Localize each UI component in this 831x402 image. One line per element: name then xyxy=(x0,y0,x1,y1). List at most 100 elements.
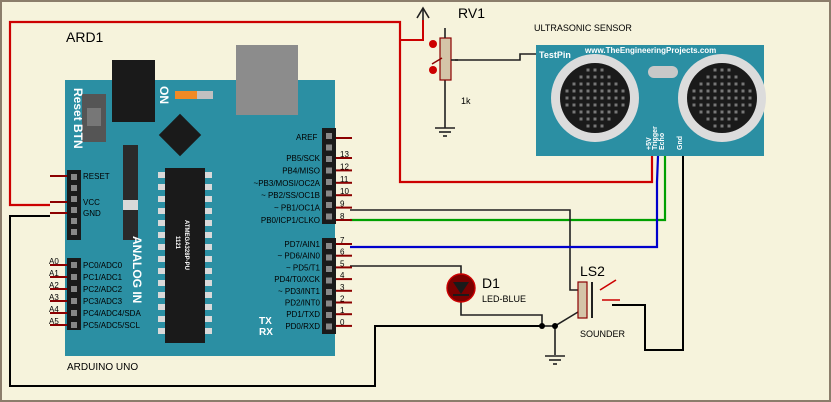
analog-pin-label: PC1/ADC1 xyxy=(83,273,123,282)
arduino-designator: ARD1 xyxy=(66,29,104,45)
analog-pin-number: A1 xyxy=(49,269,59,278)
digital-pin-number: 4 xyxy=(340,271,345,280)
left-header xyxy=(67,170,81,240)
sounder-designator: LS2 xyxy=(580,263,605,279)
sensor-mesh-dots xyxy=(565,68,752,128)
junction-dot xyxy=(539,323,545,329)
crystal-chip xyxy=(158,113,202,157)
left-pin-label: GND xyxy=(83,209,101,218)
digital-pin-label: ~ PB2/SS/OC1B xyxy=(261,191,320,200)
digital-pin-number: 7 xyxy=(340,236,345,245)
atmega-chip xyxy=(165,168,205,343)
on-led xyxy=(175,91,197,99)
wire-echo[interactable] xyxy=(350,155,660,249)
reset-button-cap[interactable] xyxy=(87,108,101,126)
digital-pin-label: PD0/RXD xyxy=(285,322,320,331)
sensor-test-pin: TestPin xyxy=(539,50,571,60)
digital-header-top xyxy=(322,128,336,224)
digital-pin-number: 1 xyxy=(340,306,345,315)
wire-pot-wiper[interactable] xyxy=(455,53,536,61)
sensor-pin-label: Gnd xyxy=(677,136,684,150)
usb-connector xyxy=(112,60,155,122)
digital-pin-number: 10 xyxy=(340,187,349,196)
digital-pin-label: PD1/TXD xyxy=(286,310,320,319)
arduino-board-name: ARDUINO UNO xyxy=(67,362,138,373)
ground-symbol xyxy=(545,355,565,365)
wire-pin5-led[interactable] xyxy=(350,265,462,274)
left-pin-label: RESET xyxy=(83,172,110,181)
digital-pin-number: 13 xyxy=(340,150,349,159)
arduino-uno[interactable]: Reset BTN ON ANALOG IN 1121 ATMEGA328P-P… xyxy=(65,29,336,373)
on-label: ON xyxy=(157,86,171,104)
digital-pin-number: 6 xyxy=(340,248,345,257)
digital-pin-label: PD4/T0/XCK xyxy=(274,275,320,284)
digital-pin-number: 5 xyxy=(340,259,345,268)
digital-pin-label: PD7/AIN1 xyxy=(284,240,320,249)
wire-gnd-arduino[interactable] xyxy=(9,215,542,387)
power-jack xyxy=(236,45,298,115)
regulator-band xyxy=(123,200,138,210)
wire-led-gnd[interactable] xyxy=(460,302,543,326)
analog-pin-label: PC4/ADC4/SDA xyxy=(83,309,141,318)
analog-in-label: ANALOG IN xyxy=(130,236,144,303)
rx-label: RX xyxy=(259,327,273,338)
led-blue[interactable]: D1 LED-BLUE xyxy=(446,273,526,304)
sounder[interactable]: LS2 SOUNDER xyxy=(577,263,626,339)
sounder-body[interactable] xyxy=(577,281,588,319)
reset-label: Reset BTN xyxy=(71,88,85,149)
digital-pin-label: PB5/SCK xyxy=(286,154,320,163)
digital-pin-label: PB0/ICP1/CLKO xyxy=(261,216,320,225)
digital-pin-number: 2 xyxy=(340,295,345,304)
wire-pot-top[interactable] xyxy=(400,20,424,41)
sounder-type: SOUNDER xyxy=(580,329,626,339)
wire-pin9-sounder[interactable] xyxy=(350,209,578,291)
arduino-left-pins: RESET VCC GND xyxy=(50,172,110,218)
led-designator: D1 xyxy=(482,275,500,291)
sensor-pin-label: Trigger xyxy=(652,126,659,150)
digital-pin-number: 8 xyxy=(340,212,345,221)
analog-header xyxy=(67,258,81,330)
digital-pin-label: ~ PD6/AIN0 xyxy=(278,252,321,261)
wires xyxy=(8,20,684,387)
wire-sounder-gnd[interactable] xyxy=(554,311,579,355)
sensor-crystal xyxy=(648,66,678,78)
potentiometer[interactable]: RV1 1k xyxy=(429,5,485,106)
regulator xyxy=(123,145,138,240)
aref-label: AREF xyxy=(296,133,317,142)
chip-label-1: 1121 xyxy=(174,236,180,250)
digital-pin-number: 9 xyxy=(340,200,345,209)
sensor-pin-label: +5V xyxy=(646,137,653,150)
wire-trigger[interactable] xyxy=(350,156,667,222)
analog-pin-label: PC0/ADC0 xyxy=(83,261,123,270)
left-pin-label: VCC xyxy=(83,198,100,207)
analog-pin-label: PC5/ADC5/SCL xyxy=(83,321,140,330)
wire-sensor-gnd[interactable] xyxy=(612,156,684,351)
analog-pin-number: A5 xyxy=(49,317,59,326)
ground-symbol xyxy=(435,127,455,137)
power-arrow-icon xyxy=(416,6,430,20)
chip-label-2: ATMEGA328P-PU xyxy=(183,220,189,270)
led-triangle xyxy=(453,282,469,294)
analog-pin-label: PC2/ADC2 xyxy=(83,285,123,294)
analog-pin-number: A3 xyxy=(49,293,59,302)
analog-pin-number: A4 xyxy=(49,305,59,314)
pot-arrow-up-icon[interactable] xyxy=(429,40,437,48)
digital-pin-label: ~PB3/MOSI/OC2A xyxy=(254,179,321,188)
led-type: LED-BLUE xyxy=(482,294,526,304)
analog-pin-number: A2 xyxy=(49,281,59,290)
digital-pin-number: 11 xyxy=(340,175,349,184)
wire-vcc[interactable] xyxy=(8,20,654,207)
sensor-pin-label: Echo xyxy=(659,133,666,150)
digital-pin-label: PD2/INT0 xyxy=(285,299,321,308)
ultrasonic-sensor[interactable]: ULTRASONIC SENSOR TestPin www.TheEnginee… xyxy=(534,23,766,156)
digital-header-bottom xyxy=(322,238,336,334)
digital-pin-label: ~ PD3/INT1 xyxy=(278,287,321,296)
tx-label: TX xyxy=(259,316,272,327)
pot-arrow-down-icon[interactable] xyxy=(429,66,437,74)
digital-pin-label: PB4/MISO xyxy=(282,166,320,175)
digital-pin-number: 0 xyxy=(340,318,345,327)
